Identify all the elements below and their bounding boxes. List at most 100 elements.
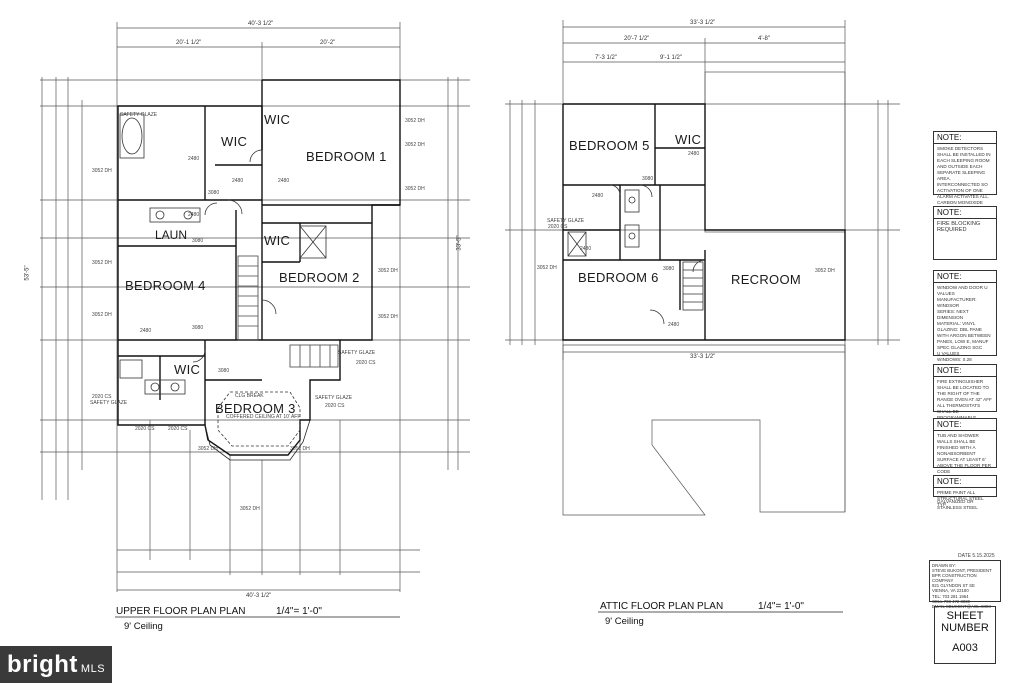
note-heading: NOTE: (934, 207, 996, 219)
door-tag: 2480 (140, 328, 152, 334)
door-tag: 2480 (688, 151, 700, 157)
window-tag: 3052 DH (92, 168, 112, 174)
window-tag: 3052 DH (198, 446, 218, 452)
dim-attic-overall-top: 33'-3 1/2" (690, 20, 716, 26)
door-tag: 3080 (663, 266, 675, 272)
note-line: FIRE EXTINGUISHER SHALL BE LOCATED TO TH… (937, 379, 992, 402)
room-laundry: LAUN (155, 228, 188, 242)
brand-suffix: MLS (80, 662, 106, 675)
safety-glaze-note: SAFETY GLAZE (90, 400, 128, 406)
room-bedroom-5: BEDROOM 5 (569, 138, 650, 153)
drawn-by-line: BPR CONSTRUCTION COMPANY (932, 573, 977, 584)
attic-ceiling-height: 9' Ceiling (605, 616, 644, 627)
room-bedroom-2: BEDROOM 2 (279, 270, 360, 285)
note-line: PRIME PAINT ALL STRUCTURAL STEEL TYP. (937, 490, 984, 507)
window-tag: 3052 DH (405, 186, 425, 192)
door-tag: 2480 (278, 178, 290, 184)
dim-right-top: 20'-2" (320, 40, 336, 46)
sheet-label: NUMBER (941, 622, 989, 634)
drawn-by-block: DRAWN BY: STEVE BUKONT, PRESIDENT BPR CO… (929, 560, 1001, 609)
dim-attic-sub2: 9'-1 1/2" (660, 55, 682, 61)
note-box-energy: NOTE: FIRE EXTINGUISHER SHALL BE LOCATED… (933, 364, 997, 438)
door-tag: 2480 (592, 193, 604, 199)
note-heading: NOTE: (934, 476, 996, 488)
dim-overall-top: 40'-3 1/2" (248, 21, 274, 27)
note-box-smoke-detectors: NOTE: SMOKE DETECTORS SHALL BE INSTALLED… (933, 131, 997, 223)
door-tag: 2480 (232, 178, 244, 184)
drawn-by-line: VIENNA, VA 22180 (932, 588, 969, 594)
note-line: MATERIAL: VINYL (937, 321, 976, 326)
dim-attic-overall-bottom: 33'-3 1/2" (690, 354, 716, 360)
coffered-ceiling-note: COFFERED CEILING AT 10' AFF (226, 414, 301, 420)
room-wic-2: WIC (221, 134, 248, 149)
dim-right-height: 33'-5" (456, 235, 463, 251)
drawn-by-line: 921 GLYNDON ST SE (932, 583, 975, 589)
window-tag: 3052 DH (92, 260, 112, 266)
note-body: WINDOW AND DOOR U VALUES (937, 285, 988, 296)
door-tag: 3080 (642, 176, 654, 182)
brand-logo: bright MLS (0, 646, 112, 683)
note-line: WINDOWS: 0.28 (937, 357, 972, 362)
note-heading: NOTE: (934, 132, 996, 144)
door-tag: 2480 (188, 156, 200, 162)
note-line: ALL THERMOSTATS SHALL BE PROGRAMMABLE (937, 403, 981, 420)
upper-plan-title: UPPER FLOOR PLAN PLAN (116, 606, 246, 617)
room-bedroom-4: BEDROOM 4 (125, 278, 206, 293)
door-tag: 3080 (208, 190, 220, 196)
window-tag: 3052 DH (378, 314, 398, 320)
note-line: GLAZING: DBL PANE WITH ARGON BETWEEN PAN… (937, 327, 991, 350)
door-tag: 3080 (192, 238, 204, 244)
note-body: FIRE BLOCKING REQUIRED (937, 221, 981, 233)
door-tag: 2480 (188, 212, 200, 218)
dim-attic-mid-top: 20'-7 1/2" (624, 36, 650, 42)
note-line: TUB AND SHOWER WALLS SHALL BE FINISHED W… (937, 433, 992, 474)
window-tag: 2020 CS (135, 426, 155, 432)
door-tag: 3080 (192, 325, 204, 331)
upper-ceiling-height: 9' Ceiling (124, 621, 163, 632)
note-heading: NOTE: (934, 365, 996, 377)
note-box-tub-shower: NOTE: TUB AND SHOWER WALLS SHALL BE FINI… (933, 418, 997, 510)
window-tag: 3052 DH (290, 446, 310, 452)
note-line: MANUFACTURER: WINDSOR (937, 297, 977, 308)
window-tag: 3052 DH (405, 118, 425, 124)
door-tag: 2480 (580, 246, 592, 252)
safety-glaze-note: SAFETY GLAZE (120, 112, 158, 118)
safety-glaze-note: SAFETY GLAZE (547, 218, 585, 224)
brand-name: bright (6, 650, 78, 678)
attic-plan-title: ATTIC FLOOR PLAN PLAN (600, 601, 724, 612)
room-wic-3: WIC (264, 233, 291, 248)
safety-glaze-note: SAFETY GLAZE (338, 350, 376, 356)
note-box-steel: NOTE: PRIME PAINT ALL STRUCTURAL STEEL T… (933, 475, 997, 507)
drawn-by-line: CELL 703 472 8030 (932, 598, 971, 604)
door-tag: 2480 (668, 322, 680, 328)
dim-left-height: 53'-5" (24, 265, 31, 281)
sheet-number: A003 (952, 642, 978, 654)
window-tag: 2020 CS (356, 360, 376, 366)
sheet-label: SHEET (946, 610, 984, 622)
note-box-fire-blocking: NOTE: FIRE BLOCKING REQUIRED (933, 206, 997, 260)
attic-plan-scale: 1/4"= 1'-0" (758, 601, 804, 612)
window-tag: 3052 DH (378, 268, 398, 274)
note-box-window-door-u-values: NOTE: WINDOW AND DOOR U VALUES MANUFACTU… (933, 270, 997, 368)
note-heading: NOTE: (934, 419, 996, 431)
window-tag: 3052 DH (537, 265, 557, 271)
note-line: SERIES: NEXT DIMENSION (937, 309, 969, 320)
door-tag: 3080 (218, 368, 230, 374)
window-tag: 2020 CS (325, 403, 345, 409)
room-wic-1: WIC (264, 112, 291, 127)
room-wic-4: WIC (174, 362, 201, 377)
note-line: U VALUES (937, 351, 960, 356)
note-heading: NOTE: (934, 271, 996, 283)
room-wic-attic: WIC (675, 132, 702, 147)
drawn-by-line: DRAWN BY: (932, 563, 956, 568)
dim-left-top: 20'-1 1/2" (176, 40, 202, 46)
drawn-by-line: STEVE BUKONT, PRESIDENT (932, 568, 992, 574)
window-tag: 2020 CS (548, 224, 568, 230)
room-bedroom-6: BEDROOM 6 (578, 270, 659, 285)
room-bedroom-3: BEDROOM 3 (215, 401, 296, 416)
dim-attic-sub1: 7'-3 1/2" (595, 55, 617, 61)
window-tag: 3052 DH (815, 268, 835, 274)
room-recroom: RECROOM (731, 272, 801, 287)
window-tag: 2020 CS (92, 394, 112, 400)
